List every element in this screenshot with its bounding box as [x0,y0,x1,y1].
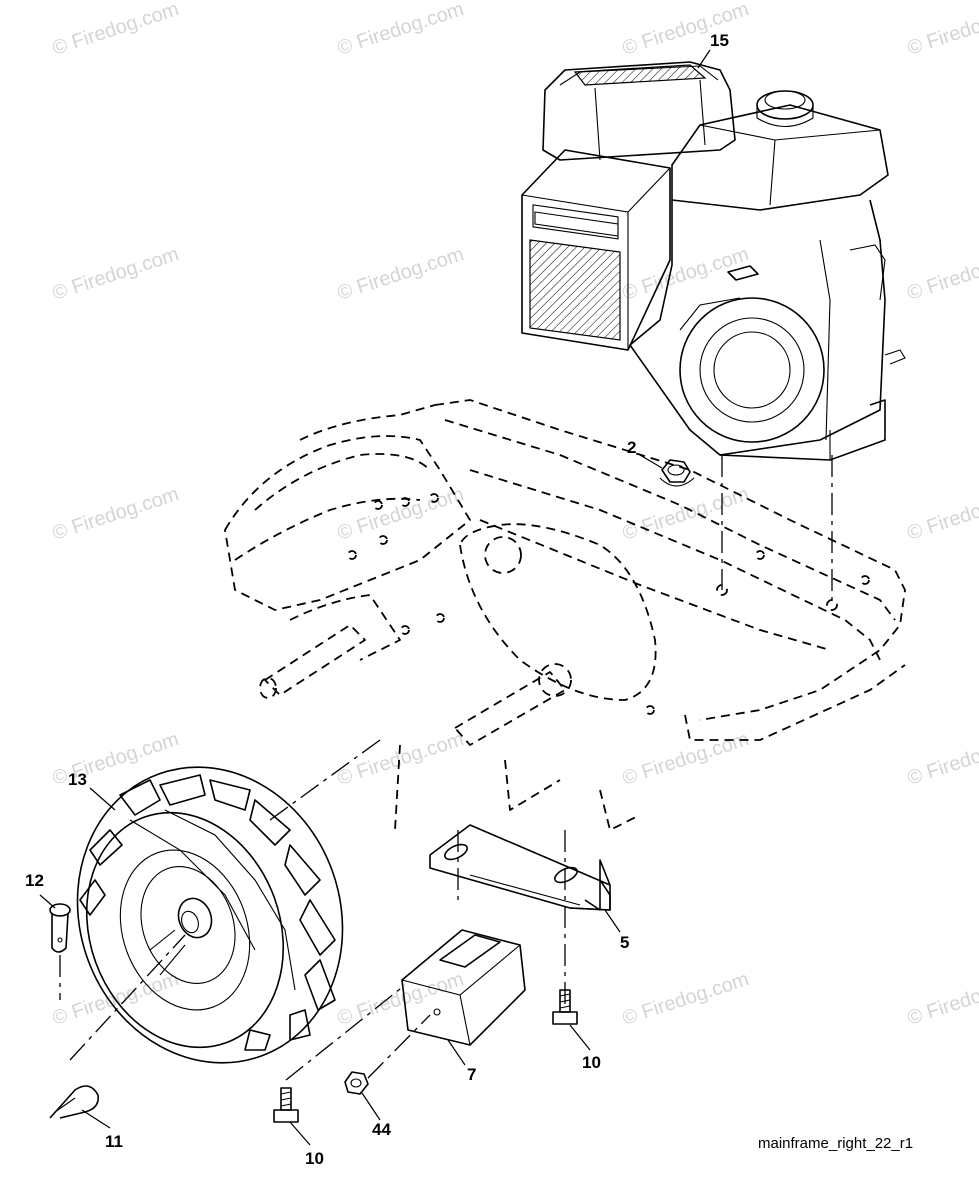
watermark: © Firedog.com [620,483,752,545]
watermark: © Firedog.com [50,0,182,60]
nut-centerline [367,1014,431,1079]
callout-13: 13 [68,770,87,789]
watermark: © Firedog.com [905,243,979,305]
watermark: © Firedog.com [335,0,467,60]
watermark-layer: © Firedog.com © Firedog.com © Firedog.co… [50,0,979,1030]
axle-centerline [269,739,381,821]
hex-nut [344,1071,369,1095]
bolt-centerline [285,984,406,1081]
callout-5: 5 [620,933,629,952]
watermark: © Firedog.com [905,968,979,1030]
flange-nut [659,459,695,487]
hidden-line [599,789,641,831]
callout-12: 12 [25,871,44,890]
watermark: © Firedog.com [620,728,752,790]
wheel [76,766,344,1064]
watermark: © Firedog.com [620,0,752,60]
hidden-line [504,759,561,811]
callout-2: 2 [627,438,636,457]
callout-10-right: 10 [582,1053,601,1072]
mainframe-assembly [224,399,906,746]
engine [521,61,906,461]
callout-44: 44 [372,1120,391,1139]
watermark: © Firedog.com [905,0,979,60]
callout-7: 7 [467,1065,476,1084]
clevis-pin [49,903,71,953]
watermark: © Firedog.com [50,243,182,305]
hex-bolt [273,1087,299,1123]
wheel-weight [401,929,526,1046]
diagram-caption: mainframe_right_22_r1 [758,1135,913,1152]
hex-bolt [552,989,578,1025]
watermark: © Firedog.com [620,968,752,1030]
leader-lines [39,49,711,1146]
watermark: © Firedog.com [335,243,467,305]
watermark: © Firedog.com [905,483,979,545]
watermark: © Firedog.com [335,483,467,545]
callout-15: 15 [710,31,729,50]
callout-10-left: 10 [305,1149,324,1168]
callout-11: 11 [105,1132,123,1151]
watermark: © Firedog.com [620,243,752,305]
watermark: © Firedog.com [905,728,979,790]
watermark: © Firedog.com [50,483,182,545]
hairpin-clip [49,1085,100,1119]
watermark: © Firedog.com [335,968,467,1030]
bracket [429,824,611,911]
wheel-axis-line [69,934,186,1061]
